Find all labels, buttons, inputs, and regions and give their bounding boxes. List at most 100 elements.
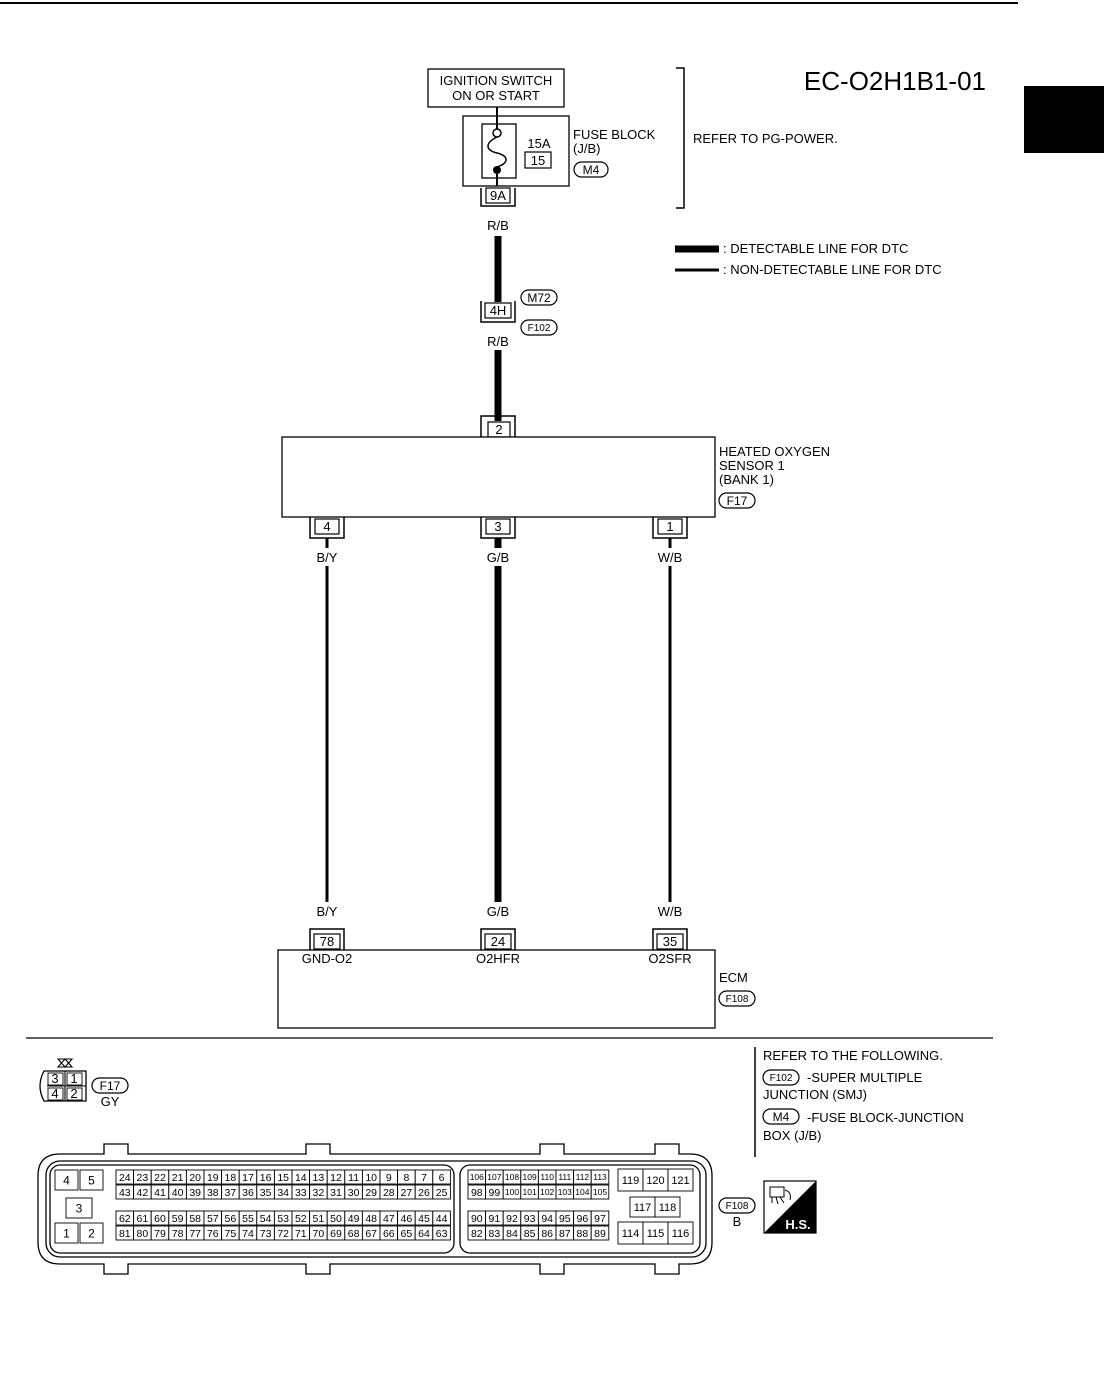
f108-pin: 78 (172, 1228, 184, 1240)
f108-pin: 91 (489, 1213, 501, 1225)
sensor-connector-badge (718, 492, 756, 509)
f108-pin: 7 (421, 1172, 427, 1184)
ecm-pin-o2sfr: O2SFR (648, 951, 691, 966)
f108-pin: 56 (225, 1213, 237, 1225)
legend-non-detectable: : NON-DETECTABLE LINE FOR DTC (723, 262, 942, 277)
f108-pin: 112 (576, 1172, 590, 1182)
f108-pin-cell (432, 1210, 451, 1226)
f108-pin-cell (432, 1169, 451, 1185)
f108-pin: 74 (242, 1228, 254, 1240)
f108-pin: 107 (487, 1172, 501, 1182)
f108-pin: 28 (383, 1187, 395, 1199)
f17-face-badge (91, 1077, 129, 1094)
refer-m4-badge (762, 1108, 800, 1125)
refer-following-heading: REFER TO THE FOLLOWING. (763, 1048, 943, 1063)
f108-pin-cell (590, 1169, 610, 1185)
f108-pin: 43 (119, 1187, 131, 1199)
f108-pin: 94 (541, 1213, 553, 1225)
f108-pin: 49 (348, 1213, 360, 1225)
f108-pin: 8 (403, 1172, 409, 1184)
f108-pin: 96 (577, 1213, 589, 1225)
ignition-switch-line-2: ON OR START (452, 88, 540, 103)
f108-pin: 18 (225, 1172, 237, 1184)
f108-pin: 51 (313, 1213, 325, 1225)
f108-pin: 82 (471, 1228, 483, 1240)
f108-pin: 9 (386, 1172, 392, 1184)
f108-pin: 39 (189, 1187, 201, 1199)
joint-connector-bottom: F102 (528, 323, 551, 334)
refer-m4-id: M4 (773, 1110, 790, 1124)
f108-pin: 48 (365, 1213, 377, 1225)
f108-pin: 62 (119, 1213, 131, 1225)
refer-f102-id: F102 (770, 1073, 793, 1084)
f108-pin: 4 (63, 1173, 70, 1187)
f108-pin: 3 (76, 1201, 83, 1215)
f108-face-id: F108 (726, 1201, 749, 1212)
f108-pin: 104 (575, 1187, 589, 1197)
f108-pin: 88 (577, 1228, 589, 1240)
f108-pin: 77 (189, 1228, 201, 1240)
fuse-element-icon (487, 136, 507, 168)
f108-pin: 14 (295, 1172, 307, 1184)
sensor-name-2: SENSOR 1 (719, 458, 785, 473)
f108-pin: 64 (418, 1228, 430, 1240)
f108-pin: 59 (172, 1213, 184, 1225)
f108-pin: 12 (330, 1172, 342, 1184)
f108-pin: 114 (622, 1228, 640, 1240)
f108-pin: 37 (225, 1187, 237, 1199)
f108-pin: 106 (470, 1172, 484, 1182)
sensor-terminal-3: 3 (494, 519, 501, 534)
fuse-connector-badge (573, 161, 609, 178)
fuse-terminal-top (492, 128, 502, 138)
sensor-terminal-1: 1 (666, 519, 673, 534)
f108-pin: 75 (225, 1228, 237, 1240)
f108-pin: 53 (277, 1213, 289, 1225)
f108-pin-cell (590, 1210, 610, 1226)
sensor-top-bracket (480, 415, 516, 437)
f108-pin-cell (590, 1184, 610, 1200)
fuse-terminal-9a-box (485, 187, 511, 204)
f108-pin: 92 (506, 1213, 518, 1225)
f108-pin: 121 (671, 1175, 689, 1187)
f108-pin: 119 (622, 1175, 640, 1187)
f108-pin: 99 (489, 1187, 501, 1199)
f108-pin: 87 (559, 1228, 571, 1240)
sensor-top-terminal: 2 (495, 422, 502, 437)
refer-f102-text-2: JUNCTION (SMJ) (763, 1087, 867, 1102)
f108-pin: 27 (401, 1187, 413, 1199)
ecm-bracket-35 (652, 928, 688, 950)
wire-label-wb-bottom: W/B (658, 904, 683, 919)
f108-pin-cell (667, 1221, 694, 1245)
wire-label-gb-top: G/B (487, 550, 509, 565)
f108-pin: 1 (63, 1226, 70, 1240)
f108-pin: 20 (189, 1172, 201, 1184)
ecm-connector-id: F108 (726, 994, 749, 1005)
joint-terminal-box (484, 302, 512, 319)
f108-pin: 68 (348, 1228, 360, 1240)
f108-pin: 42 (137, 1187, 149, 1199)
hs-badge-text: H.S. (785, 1217, 810, 1232)
f108-pin: 33 (295, 1187, 307, 1199)
f108-pin: 93 (524, 1213, 536, 1225)
f108-pin: 5 (88, 1173, 95, 1187)
f108-pin: 60 (154, 1213, 166, 1225)
legend-detectable: : DETECTABLE LINE FOR DTC (723, 241, 908, 256)
f108-pin: 76 (207, 1228, 219, 1240)
ecm-terminal-35: 35 (663, 934, 677, 949)
f108-pin: 108 (505, 1172, 519, 1182)
f108-pin: 38 (207, 1187, 219, 1199)
fuse-terminal-9a: 9A (490, 188, 506, 203)
f108-pin: 55 (242, 1213, 254, 1225)
sensor-name-1: HEATED OXYGEN (719, 444, 830, 459)
f108-pin: 70 (313, 1228, 325, 1240)
f108-pin: 98 (471, 1187, 483, 1199)
f108-pin: 57 (207, 1213, 219, 1225)
f108-pin: 85 (524, 1228, 536, 1240)
f108-pin: 66 (383, 1228, 395, 1240)
sensor-terminal-4-box (314, 518, 340, 535)
fuse-connector-id: M4 (583, 163, 600, 177)
f108-pin: 81 (119, 1228, 131, 1240)
sensor-terminal-4: 4 (323, 519, 330, 534)
f108-pin: 79 (154, 1228, 166, 1240)
